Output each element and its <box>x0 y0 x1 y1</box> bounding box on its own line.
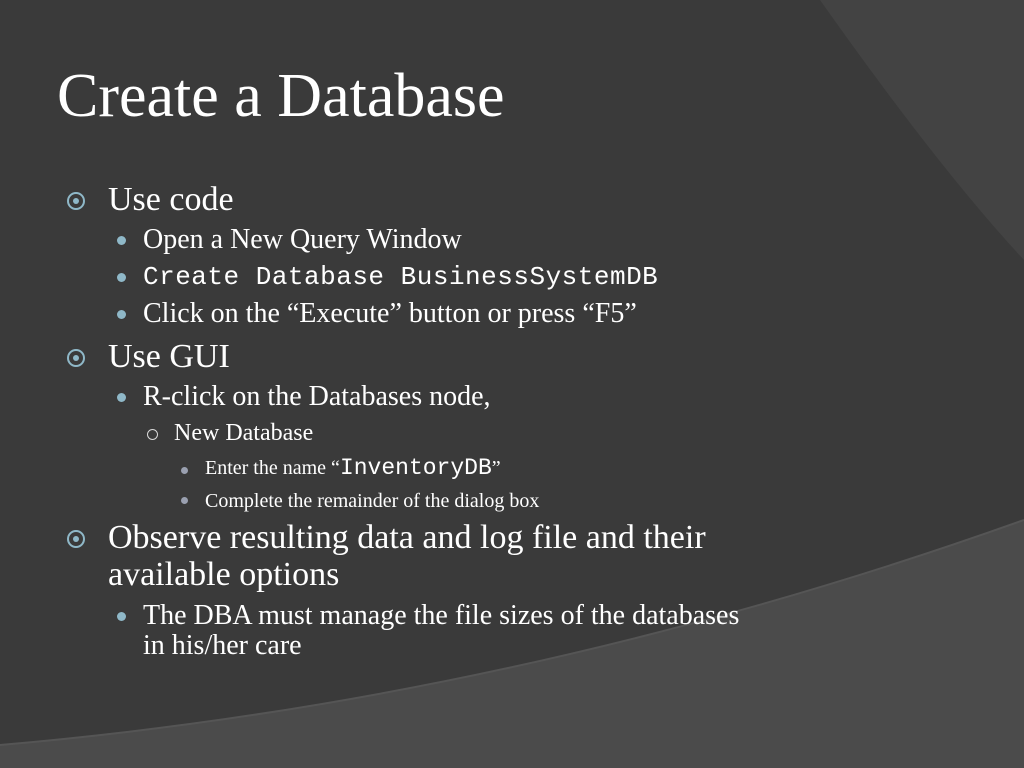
bullet-open-query-window: Open a New Query Window <box>143 224 462 255</box>
bullet-complete-dialog: Complete the remainder of the dialog box <box>205 490 540 512</box>
background-swoosh-bottom <box>0 520 1024 768</box>
enter-name-code: InventoryDB <box>339 455 492 481</box>
dot-bullet-icon <box>117 236 126 245</box>
dot-bullet-icon <box>117 273 126 282</box>
bullet-dba-line-2: in his/her care <box>143 630 302 661</box>
bullet-dba-line-1: The DBA must manage the file sizes of th… <box>143 600 740 631</box>
bullet-observe-line-1: Observe resulting data and log file and … <box>108 519 706 556</box>
small-dot-bullet-icon <box>181 467 188 474</box>
enter-name-suffix: ” <box>491 457 501 479</box>
dot-bullet-icon <box>117 393 126 402</box>
bullet-enter-name: Enter the name “InventoryDB” <box>205 456 501 480</box>
enter-name-prefix: Enter the name “ <box>205 457 340 479</box>
small-dot-bullet-icon <box>181 497 188 504</box>
bullet-new-database: New Database <box>174 420 314 446</box>
bullet-use-code: Use code <box>108 181 234 218</box>
slide-title: Create a Database <box>57 62 505 130</box>
bullet-observe-line-2: available options <box>108 556 340 593</box>
bullet-click-execute: Click on the “Execute” button or press “… <box>143 298 637 329</box>
bullet-create-database-code: Create Database BusinessSystemDB <box>143 262 659 292</box>
target-bullet-icon <box>67 349 85 367</box>
target-bullet-icon <box>67 530 85 548</box>
background-swoosh-top <box>820 0 1024 260</box>
target-bullet-icon <box>67 192 85 210</box>
dot-bullet-icon <box>117 612 126 621</box>
bullet-use-gui: Use GUI <box>108 338 230 375</box>
dot-bullet-icon <box>117 310 126 319</box>
bullet-rclick-databases-node: R-click on the Databases node, <box>143 381 491 412</box>
ring-bullet-icon <box>147 429 158 440</box>
